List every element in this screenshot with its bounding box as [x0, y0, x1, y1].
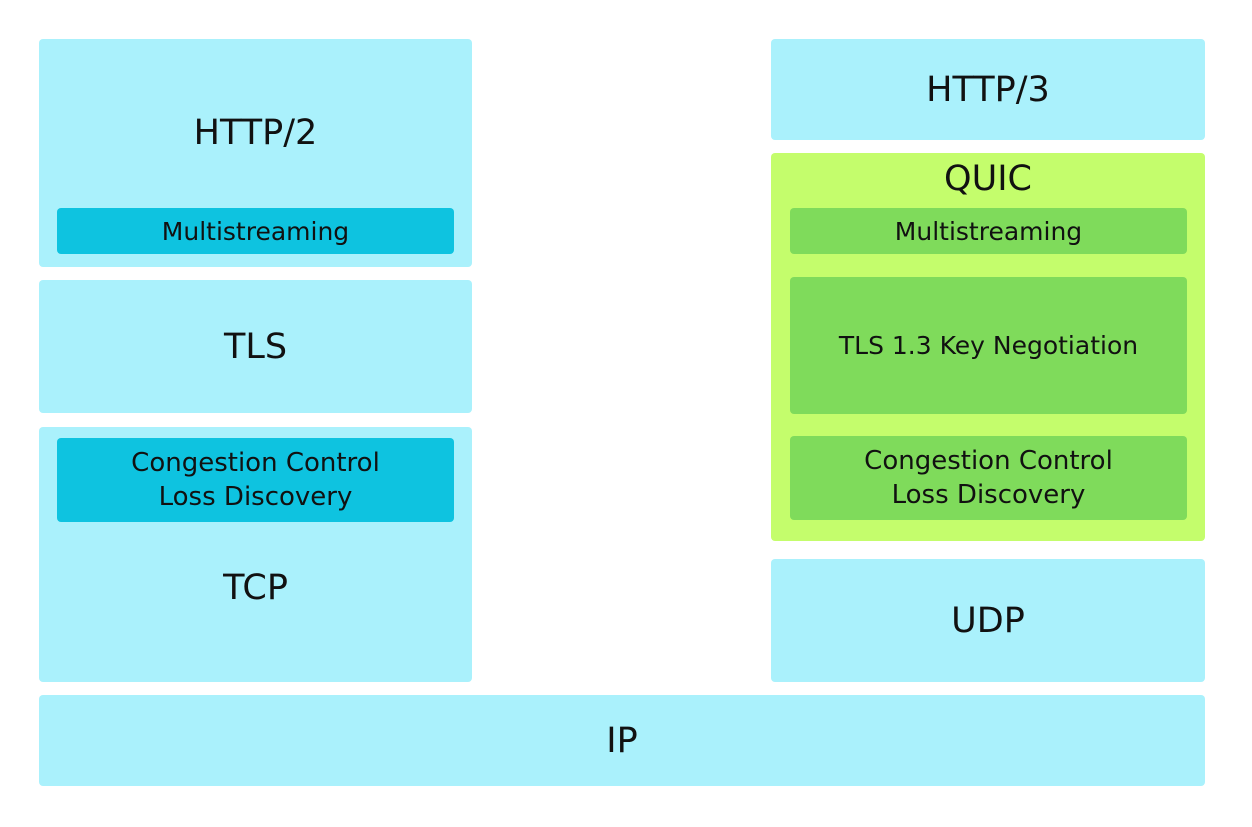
tls-layer: TLS [39, 280, 472, 413]
quic-multistreaming: Multistreaming [790, 208, 1187, 254]
tcp-congestion-control: Congestion Control Loss Discovery [57, 438, 454, 522]
ip-layer: IP [39, 695, 1205, 786]
quic-title: QUIC [944, 159, 1032, 199]
tcp-title: TCP [223, 568, 288, 608]
quic-tls-key-negotiation: TLS 1.3 Key Negotiation [790, 277, 1187, 414]
tcp-congestion-line1: Congestion Control [131, 448, 380, 478]
http2-layer: HTTP/2 Multistreaming [39, 39, 472, 267]
quic-congestion-line2: Loss Discovery [891, 480, 1086, 510]
quic-layer: QUIC Multistreaming TLS 1.3 Key Negotiat… [771, 153, 1205, 541]
tcp-congestion-line2: Loss Discovery [158, 482, 353, 512]
http3-layer: HTTP/3 [771, 39, 1205, 140]
quic-congestion-line1: Congestion Control [864, 446, 1113, 476]
tcp-layer: Congestion Control Loss Discovery TCP [39, 427, 472, 682]
quic-congestion-control: Congestion Control Loss Discovery [790, 436, 1187, 520]
http2-multistreaming: Multistreaming [57, 208, 454, 254]
http2-title: HTTP/2 [193, 113, 318, 153]
udp-layer: UDP [771, 559, 1205, 682]
